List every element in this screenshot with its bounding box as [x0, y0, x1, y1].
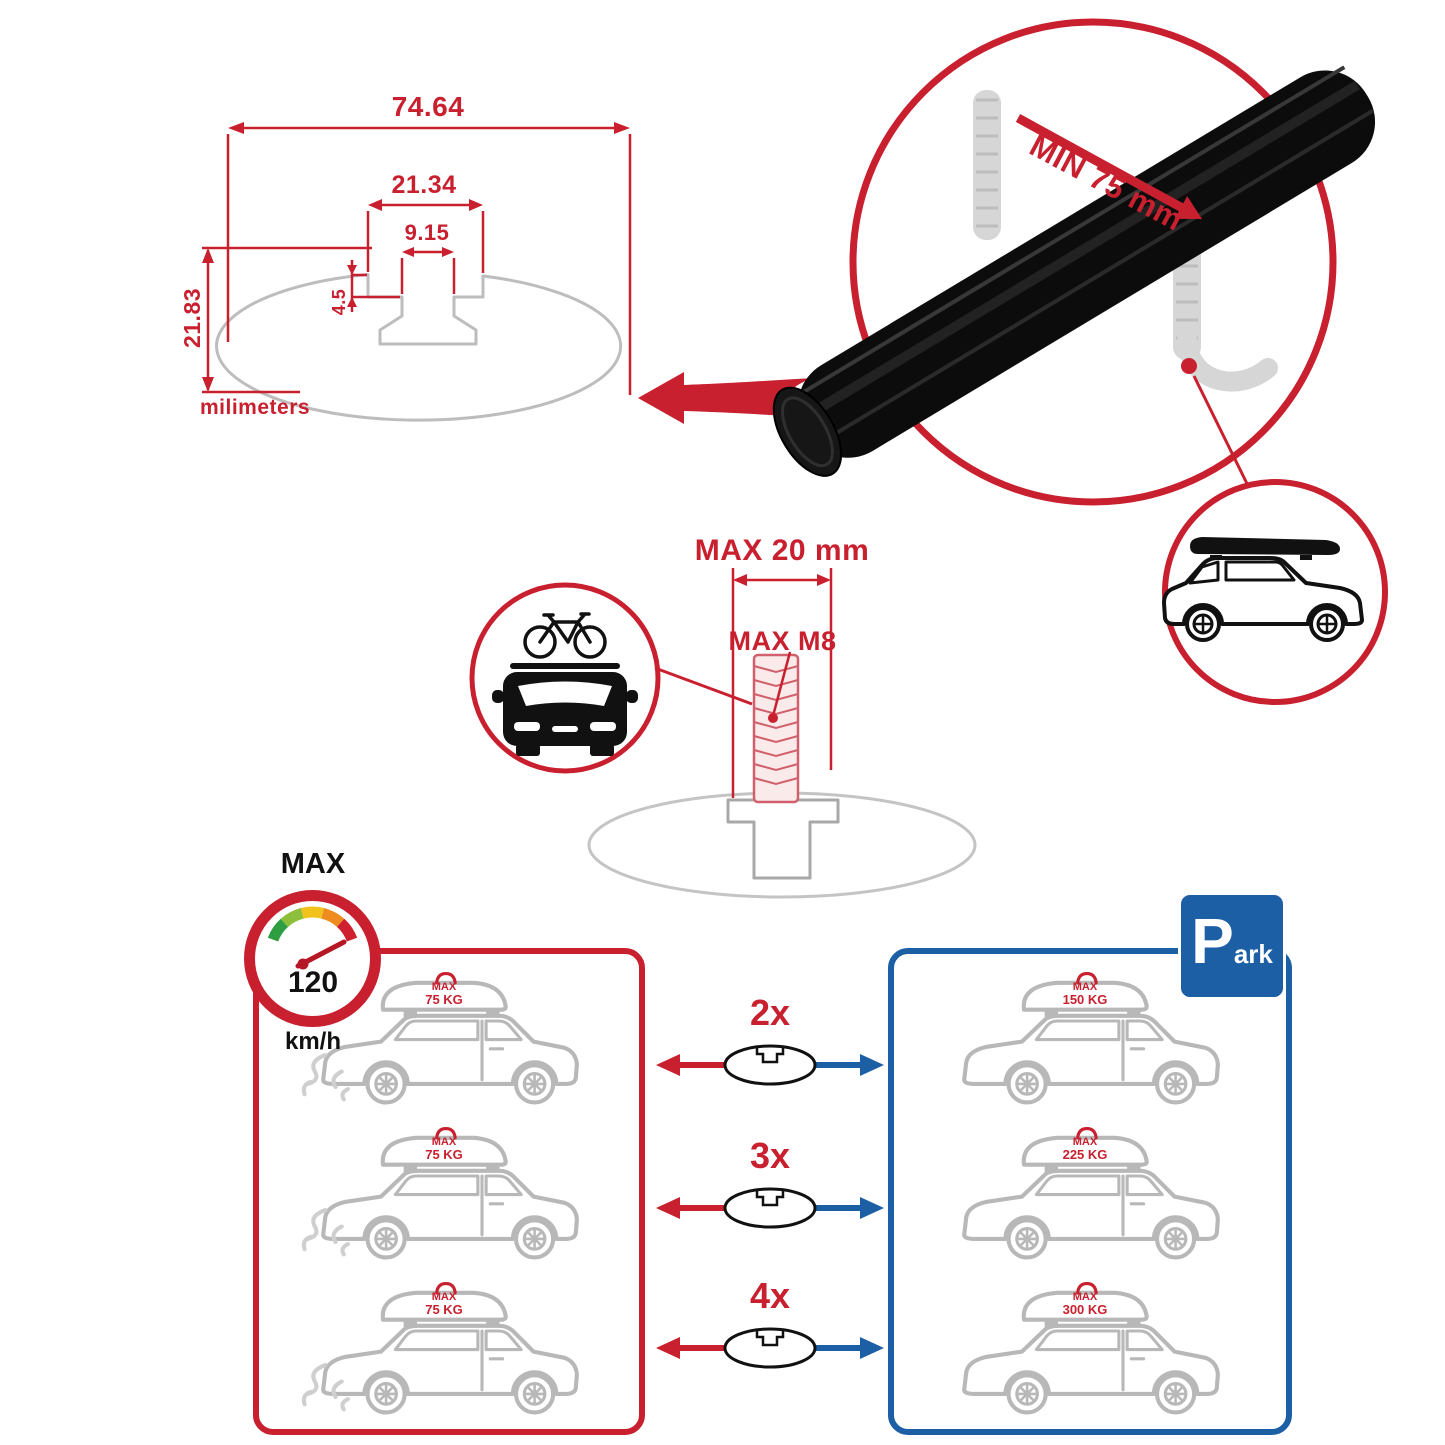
crossbar-profile-arrows-icon	[656, 1327, 884, 1369]
dim-lip-depth-label: 4.5	[329, 288, 349, 316]
leader-line	[771, 651, 792, 717]
speed-units-label: km/h	[284, 1028, 341, 1055]
crossbar-count-row: 2x	[650, 993, 890, 1096]
car-with-roofbox: MAX 300 KG	[925, 1270, 1255, 1425]
crossbar-profile-arrows-icon	[656, 1187, 884, 1229]
min-width-arrow-icon	[1015, 114, 1202, 219]
max-speed-value: 120	[287, 966, 339, 999]
crossbar-cross-section-drawing	[202, 122, 632, 422]
clamp-point-dot	[1181, 358, 1197, 374]
car-with-roofbox: MAX 75 KG	[284, 1270, 614, 1425]
crossbar-count-row: 3x	[650, 1136, 890, 1239]
bike-icon	[523, 612, 607, 659]
dim-slot-width-label: 21.34	[391, 171, 457, 199]
bolt-mount-diagram	[469, 568, 977, 899]
suv-roofbox-badge	[1162, 479, 1388, 705]
crossbar-profile-arrows-icon	[656, 1044, 884, 1086]
crossbar-profile-shape	[215, 273, 623, 422]
car-with-roofbox: MAX 150 KG	[925, 960, 1255, 1115]
speedometer-icon	[244, 890, 381, 1027]
crossbar-count-label: 3x	[749, 1135, 791, 1176]
car-with-roofbox: MAX 75 KG	[284, 1115, 614, 1270]
roofbox-load-label: MAX 150 KG	[1062, 981, 1108, 1008]
bolt-dimension-lines	[731, 568, 833, 798]
driving-load-panel: MAX 75 KG MAX 75 KG MAX 75 K	[253, 948, 645, 1435]
dim-inner-width-label: 9.15	[404, 220, 450, 245]
roofbox-load-label: MAX 300 KG	[1062, 1291, 1108, 1318]
parked-load-panel: MAX 150 KG MAX 225 KG MAX 30	[888, 948, 1292, 1435]
car-with-roofbox: MAX 75 KG	[284, 960, 614, 1115]
roofbox-load-label: MAX 75 KG	[425, 1291, 463, 1318]
leader-line	[654, 666, 753, 706]
max-bolt-length-label: MAX 20 mm	[694, 534, 870, 567]
dim-height-label: 21.83	[179, 287, 205, 349]
t-nut-icon	[726, 798, 840, 880]
suv-roofbox-icon	[1162, 537, 1364, 642]
roofbox-load-label: MAX 75 KG	[425, 1136, 463, 1163]
dim-total-width-label: 74.64	[391, 91, 465, 122]
parking-sign-letter: P	[1191, 905, 1234, 977]
car-with-roofbox: MAX 225 KG	[925, 1115, 1255, 1270]
roofbox-load-label: MAX 225 KG	[1062, 1136, 1108, 1163]
max-speed-title: MAX	[280, 848, 346, 880]
units-label: milimeters	[200, 396, 311, 419]
crossbar-count-label: 4x	[749, 1275, 791, 1316]
roofbox-load-label: MAX 75 KG	[425, 981, 463, 1008]
bike-on-car-badge	[469, 582, 753, 774]
crossbar-3d-render	[772, 65, 1376, 477]
max-thread-label: MAX M8	[728, 626, 837, 656]
callout-arrow-icon	[638, 372, 812, 424]
t-bolt-icon	[752, 653, 800, 804]
crossbar-count-row: 4x	[650, 1276, 890, 1379]
car-front-icon	[492, 663, 638, 756]
crossbar-3d-view	[772, 18, 1376, 507]
parking-sign-suffix: ark	[1233, 939, 1273, 969]
dimension-lines	[202, 122, 632, 395]
crossbar-count-label: 2x	[749, 992, 791, 1033]
